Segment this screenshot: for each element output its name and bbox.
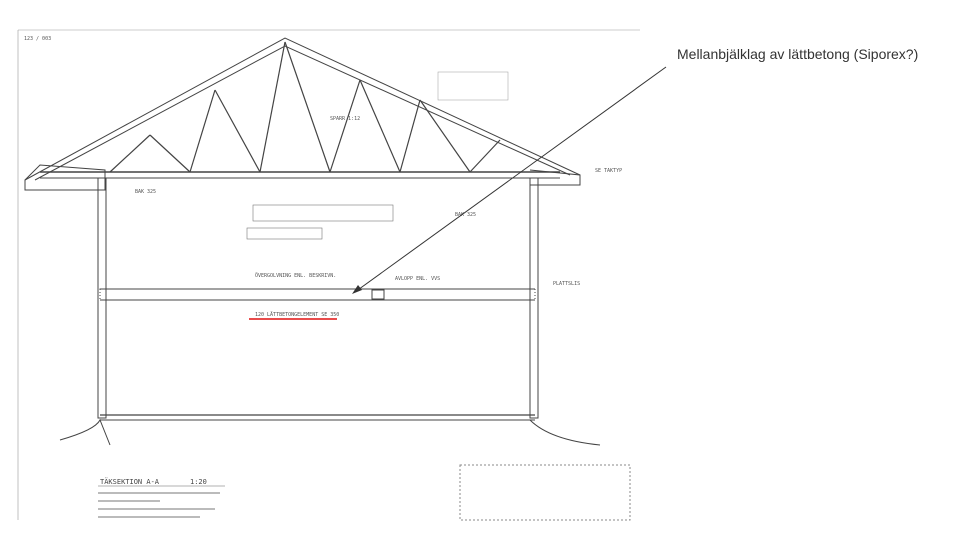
eave-left (24, 164, 106, 191)
slab-label: 120 LÄTTBETONGELEMENT SE 350 (255, 311, 339, 318)
roof-outline-inner (34, 45, 571, 181)
right-note: PLATTSLIS (553, 281, 580, 287)
notes-block (98, 492, 220, 518)
section-scale: 1:20 (190, 478, 207, 486)
height-label: BAK 325 (455, 212, 476, 218)
annotation-label: Mellanbjälklag av lättbetong (Siporex?) (677, 46, 919, 62)
section-title: TÄKSEKTION A-A (100, 477, 160, 486)
overlay-label: ÖVERGOLVNING ENL. BESKRIVN. (255, 272, 336, 279)
sheet-number: 123 / 003 (24, 36, 51, 42)
left-wall (97, 177, 107, 419)
right-wall (529, 177, 539, 419)
arrowhead-icon (352, 285, 362, 294)
foundation-right (529, 419, 601, 446)
foundation-left (59, 418, 111, 446)
height-label: BAK 325 (135, 189, 156, 195)
roof-outline (24, 37, 581, 181)
slab-beam (371, 289, 385, 300)
annotation-leader-line (354, 66, 667, 293)
gable-note: SE TAKTYP (595, 168, 622, 174)
beam-label: AVLOPP ENL. VVS (395, 276, 440, 282)
truss-webs (109, 41, 501, 173)
eave-right (529, 169, 581, 186)
roof-label: SPARR 1:12 (330, 116, 360, 122)
intermediate-floor-slab (99, 288, 536, 301)
foundation-detail (459, 464, 631, 521)
